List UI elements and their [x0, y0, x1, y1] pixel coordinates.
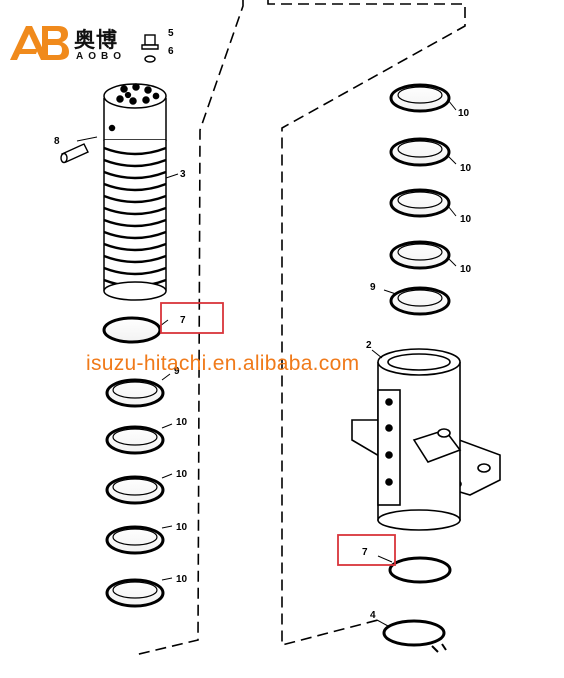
watermark-text: isuzu-hitachi.en.alibaba.com — [86, 352, 360, 375]
housing-part-2 — [351, 348, 501, 531]
callout-10-c: 10 — [460, 214, 472, 225]
callout-5: 5 — [168, 28, 174, 39]
callout-6: 6 — [168, 46, 174, 57]
ring-7-right — [388, 556, 452, 584]
center-joint-shaft-part-3 — [103, 83, 167, 301]
leader-8 — [76, 136, 98, 142]
leader-4 — [376, 619, 389, 627]
washer-part-6 — [144, 55, 156, 63]
callout-10-h: 10 — [176, 574, 188, 585]
callout-10-f: 10 — [176, 469, 188, 480]
callout-3: 3 — [180, 169, 186, 180]
callout-9-right: 9 — [370, 282, 376, 293]
dashed-boundary — [134, 0, 466, 656]
highlight-box-7-left — [160, 302, 224, 334]
ab-logo-mark-icon — [10, 26, 69, 60]
pin-part-8 — [60, 143, 89, 164]
callout-7-left: 7 — [180, 315, 186, 326]
left-ring-stack — [102, 316, 165, 608]
logo-english-name: AOBO — [76, 51, 126, 62]
leader-7b — [377, 555, 393, 563]
aobo-logo: 奥博 AOBO — [8, 22, 148, 64]
right-leaders — [383, 99, 457, 295]
leader-3 — [165, 173, 179, 179]
callout-9-left: 9 — [174, 366, 180, 377]
ring-7-left — [102, 316, 162, 344]
callout-7-right: 7 — [362, 547, 368, 558]
leader-2 — [371, 349, 383, 359]
callout-10-e: 10 — [176, 417, 188, 428]
callout-4: 4 — [370, 610, 376, 621]
logo-chinese-name: 奥博 — [74, 28, 118, 52]
callout-10-g: 10 — [176, 522, 188, 533]
callout-10-a: 10 — [458, 108, 470, 119]
callout-10-d: 10 — [460, 264, 472, 275]
callout-2: 2 — [366, 340, 372, 351]
right-ring-stack — [389, 83, 451, 316]
highlight-box-7-right — [337, 534, 396, 566]
left-leaders — [159, 319, 173, 581]
callout-8: 8 — [54, 136, 60, 147]
callout-10-b: 10 — [460, 163, 472, 174]
bolt-part-5 — [141, 34, 159, 50]
snap-ring-part-4 — [382, 619, 447, 653]
